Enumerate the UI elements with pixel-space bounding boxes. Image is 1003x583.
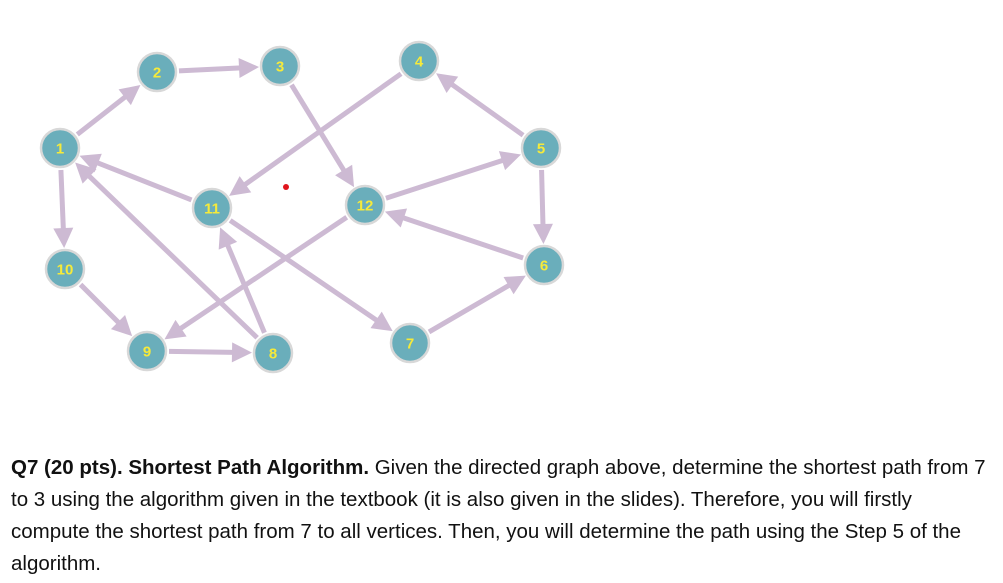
node-circle	[126, 330, 168, 372]
arrowhead-icon	[79, 153, 102, 173]
edge-5-to-6	[532, 169, 553, 245]
node-circle	[191, 187, 233, 229]
node-circle	[389, 322, 431, 364]
node-label: 4	[415, 54, 424, 71]
question-body: Given the directed graph above, determin…	[11, 456, 986, 575]
edge-3-to-12	[289, 83, 355, 188]
edge-line	[427, 282, 512, 335]
arrowhead-icon	[53, 227, 74, 249]
edge-line	[75, 94, 128, 137]
edge-7-to-6	[427, 275, 526, 335]
node-3: 3	[259, 45, 301, 87]
node-circle	[398, 40, 440, 82]
edge-9-to-8	[168, 342, 253, 363]
node-8: 8	[252, 332, 294, 374]
edge-line	[58, 169, 66, 231]
edge-line	[95, 159, 193, 203]
node-1: 1	[39, 127, 81, 169]
graph-edges	[53, 58, 553, 363]
node-9: 9	[126, 330, 168, 372]
node-circle	[44, 248, 86, 290]
node-circle	[252, 332, 294, 374]
node-circle	[136, 51, 178, 93]
node-label: 11	[204, 201, 220, 218]
node-circle	[523, 244, 565, 286]
arrowhead-icon	[110, 314, 133, 337]
node-7: 7	[389, 322, 431, 364]
edge-line	[449, 81, 525, 138]
arrowhead-icon	[503, 275, 526, 295]
node-10: 10	[44, 248, 86, 290]
edge-line	[228, 218, 380, 324]
node-12: 12	[344, 184, 386, 226]
arrowhead-icon	[370, 311, 393, 332]
arrowhead-icon	[229, 176, 252, 196]
edge-1-to-10	[53, 169, 74, 249]
edge-8-to-1	[75, 162, 259, 340]
node-label: 5	[537, 141, 545, 158]
edge-12-to-9	[164, 215, 349, 340]
edge-2-to-3	[178, 58, 260, 78]
edge-line	[289, 83, 347, 174]
red-marker-dot	[283, 184, 289, 190]
edge-line	[178, 65, 242, 74]
arrowhead-icon	[75, 162, 97, 184]
edge-line	[168, 348, 235, 355]
edge-5-to-4	[436, 73, 525, 138]
edge-line	[78, 282, 122, 326]
edge-12-to-5	[385, 151, 522, 201]
edge-line	[178, 215, 349, 332]
arrowhead-icon	[498, 151, 522, 171]
edge-6-to-12	[384, 208, 524, 261]
arrowhead-icon	[118, 84, 141, 106]
node-label: 6	[540, 258, 548, 275]
node-4: 4	[398, 40, 440, 82]
arrowhead-icon	[335, 164, 355, 188]
node-label: 10	[57, 262, 74, 279]
arrowhead-icon	[532, 223, 553, 245]
edge-line	[242, 71, 403, 188]
edge-11-to-1	[79, 153, 193, 203]
node-circle	[344, 184, 386, 226]
node-circle	[39, 127, 81, 169]
edge-10-to-9	[78, 282, 133, 337]
node-label: 1	[56, 141, 64, 158]
arrowhead-icon	[218, 227, 238, 250]
node-circle	[259, 45, 301, 87]
arrowhead-icon	[436, 73, 459, 93]
node-label: 7	[406, 336, 414, 353]
node-circle	[520, 127, 562, 169]
question-text: Q7 (20 pts). Shortest Path Algorithm. Gi…	[11, 452, 996, 580]
edge-8-to-11	[218, 227, 267, 334]
edge-line	[539, 169, 546, 227]
node-label: 12	[357, 198, 374, 215]
arrowhead-icon	[164, 319, 187, 340]
arrowhead-icon	[384, 208, 408, 228]
node-label: 2	[153, 65, 161, 82]
node-2: 2	[136, 51, 178, 93]
node-6: 6	[523, 244, 565, 286]
edge-4-to-11	[229, 71, 403, 196]
edge-line	[224, 242, 267, 334]
node-label: 9	[143, 344, 151, 361]
edge-1-to-2	[75, 84, 141, 137]
arrowhead-icon	[238, 58, 260, 78]
node-label: 8	[269, 346, 277, 363]
edge-line	[401, 215, 524, 261]
question-heading: Q7 (20 pts). Shortest Path Algorithm.	[11, 456, 370, 479]
node-label: 3	[276, 59, 284, 76]
edge-line	[385, 157, 505, 201]
edge-11-to-7	[228, 218, 393, 332]
node-11: 11	[191, 187, 233, 229]
edge-line	[86, 173, 259, 340]
arrowhead-icon	[231, 342, 253, 363]
node-5: 5	[520, 127, 562, 169]
